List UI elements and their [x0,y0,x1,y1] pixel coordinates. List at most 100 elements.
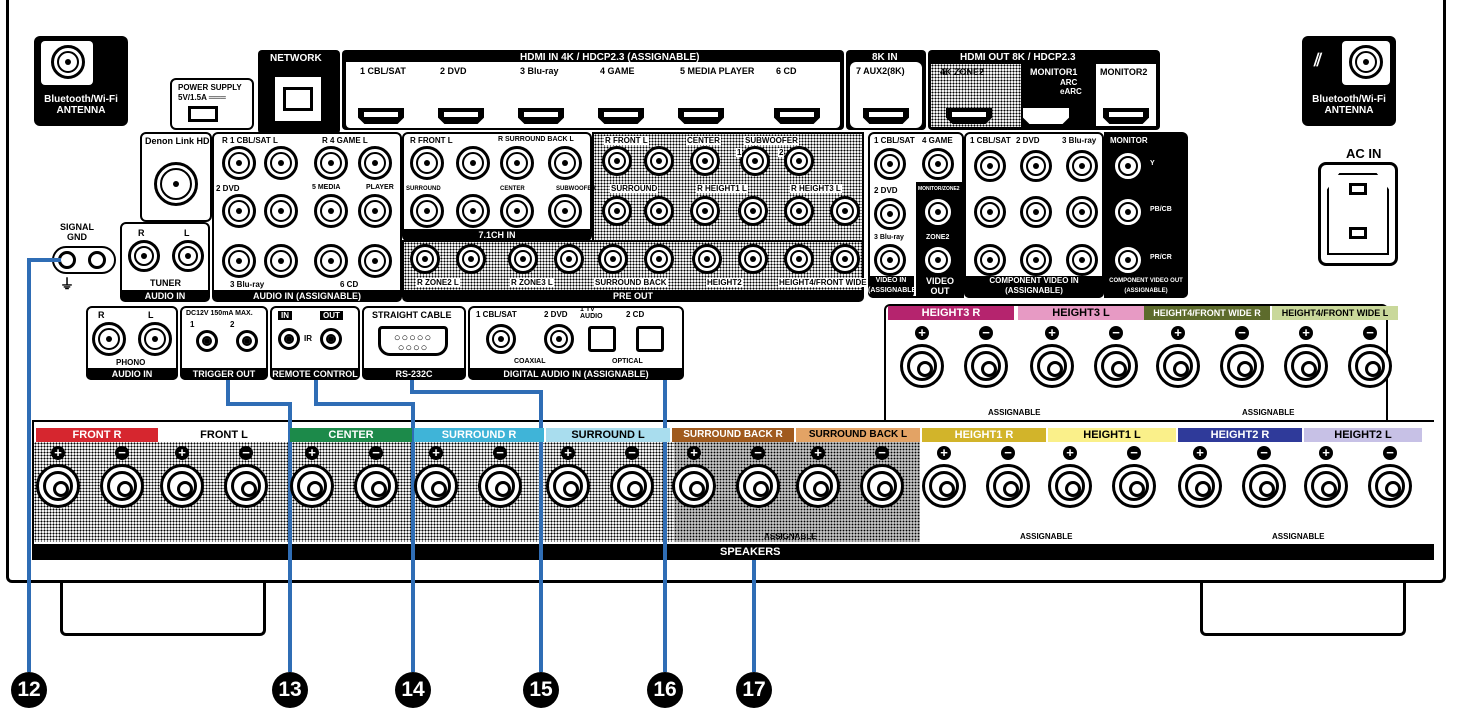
preout-jack-bot-1[interactable] [410,244,440,274]
preout-jack-mid-1[interactable] [602,196,632,226]
speaker-bottom-11-post-minus[interactable] [1368,464,1412,508]
optical-port-1[interactable] [588,326,616,352]
preout-jack-mid-2[interactable] [644,196,674,226]
trigger-jack-2[interactable] [236,330,258,352]
hdmi-in-port-3[interactable] [518,108,564,124]
hdmi-in-port-5[interactable] [678,108,724,124]
speaker-bottom-8-post-minus[interactable] [986,464,1030,508]
phono-jack-l[interactable] [138,322,172,356]
video-jack-5[interactable] [874,244,906,276]
optical-port-2[interactable] [636,326,664,352]
denon-link-jack[interactable] [154,162,198,206]
coaxial-jack-2[interactable] [544,324,574,354]
hdmi-in-port-4[interactable] [598,108,644,124]
preout-jack-top-2[interactable] [644,146,674,176]
preout-jack-top-1[interactable] [602,146,632,176]
hdmi-out-monitor2-port[interactable] [1103,108,1149,124]
speaker-top-1-post-plus[interactable] [900,344,944,388]
ch71-jack-1[interactable] [410,146,444,180]
ch71-jack-8[interactable] [548,194,582,228]
component-out-jack-2[interactable] [1112,196,1144,228]
audio-in-jack-r1-c3[interactable] [314,146,348,180]
speaker-bottom-4-post-plus[interactable] [414,464,458,508]
speaker-top-4-post-plus[interactable] [1284,344,1328,388]
audio-in-jack-r3-c1[interactable] [222,244,256,278]
left-antenna-connector[interactable] [51,45,85,79]
ch71-jack-7[interactable] [500,194,534,228]
preout-jack-bot-2[interactable] [456,244,486,274]
speaker-bottom-7-post-minus[interactable] [860,464,904,508]
speaker-bottom-5-post-minus[interactable] [610,464,654,508]
speaker-bottom-1-post-minus[interactable] [100,464,144,508]
speaker-bottom-7-post-plus[interactable] [796,464,840,508]
preout-jack-bot-9[interactable] [784,244,814,274]
speaker-bottom-2-post-minus[interactable] [224,464,268,508]
preout-jack-bot-10[interactable] [830,244,860,274]
component-jack-1-2[interactable] [974,196,1006,228]
speaker-top-1-post-minus[interactable] [964,344,1008,388]
component-jack-2-2[interactable] [1020,196,1052,228]
component-jack-2-3[interactable] [1020,244,1052,276]
video-jack-2[interactable] [922,148,954,180]
tuner-jack-l[interactable] [172,240,204,272]
ch71-jack-3[interactable] [500,146,534,180]
hdmi-in-port-6[interactable] [774,108,820,124]
video-jack-1[interactable] [874,148,906,180]
ch71-jack-2[interactable] [456,146,490,180]
video-jack-6[interactable] [922,244,954,276]
speaker-top-3-post-minus[interactable] [1220,344,1264,388]
video-jack-3[interactable] [874,198,906,230]
speaker-top-2-post-plus[interactable] [1030,344,1074,388]
speaker-bottom-6-post-minus[interactable] [736,464,780,508]
speaker-bottom-10-post-plus[interactable] [1178,464,1222,508]
preout-jack-bot-6[interactable] [644,244,674,274]
component-jack-3-1[interactable] [1066,150,1098,182]
hdmi-out-zone2-port[interactable] [946,108,992,124]
speaker-bottom-5-post-plus[interactable] [546,464,590,508]
preout-jack-mid-3[interactable] [690,196,720,226]
ch71-jack-5[interactable] [410,194,444,228]
ethernet-port[interactable] [272,74,324,124]
audio-in-jack-r2-c2[interactable] [264,194,298,228]
hdmi-8k-port[interactable] [863,108,909,124]
audio-in-jack-r3-c2[interactable] [264,244,298,278]
speaker-top-3-post-plus[interactable] [1156,344,1200,388]
speaker-bottom-4-post-minus[interactable] [478,464,522,508]
preout-jack-bot-3[interactable] [508,244,538,274]
component-out-jack-1[interactable] [1112,150,1144,182]
speaker-top-4-post-minus[interactable] [1348,344,1392,388]
audio-in-jack-r1-c2[interactable] [264,146,298,180]
component-jack-2-1[interactable] [1020,150,1052,182]
component-jack-1-1[interactable] [974,150,1006,182]
component-jack-1-3[interactable] [974,244,1006,276]
speaker-bottom-3-post-minus[interactable] [354,464,398,508]
hdmi-in-port-2[interactable] [438,108,484,124]
speaker-top-2-post-minus[interactable] [1094,344,1138,388]
speaker-bottom-1-post-plus[interactable] [36,464,80,508]
component-jack-3-3[interactable] [1066,244,1098,276]
hdmi-out-monitor1-port[interactable] [1023,108,1069,124]
ch71-jack-4[interactable] [548,146,582,180]
speaker-bottom-11-post-plus[interactable] [1304,464,1348,508]
preout-jack-bot-5[interactable] [598,244,628,274]
speaker-bottom-2-post-plus[interactable] [160,464,204,508]
component-out-jack-3[interactable] [1112,244,1144,276]
coaxial-jack-1[interactable] [486,324,516,354]
speaker-bottom-6-post-plus[interactable] [672,464,716,508]
remote-in-jack[interactable] [278,328,300,350]
speaker-bottom-8-post-plus[interactable] [922,464,966,508]
preout-jack-top-5[interactable] [784,146,814,176]
preout-jack-top-4[interactable] [740,146,770,176]
preout-jack-top-3[interactable] [690,146,720,176]
hdmi-in-port-1[interactable] [358,108,404,124]
usb-port[interactable] [188,106,218,122]
signal-gnd-terminal[interactable] [52,246,116,274]
audio-in-jack-r2-c1[interactable] [222,194,256,228]
audio-in-jack-r1-c1[interactable] [222,146,256,180]
ch71-jack-6[interactable] [456,194,490,228]
rs232-port[interactable]: ○○○○○○○○○ [378,326,448,356]
audio-in-jack-r1-c4[interactable] [358,146,392,180]
audio-in-jack-r2-c3[interactable] [314,194,348,228]
speaker-bottom-10-post-minus[interactable] [1242,464,1286,508]
preout-jack-mid-5[interactable] [784,196,814,226]
